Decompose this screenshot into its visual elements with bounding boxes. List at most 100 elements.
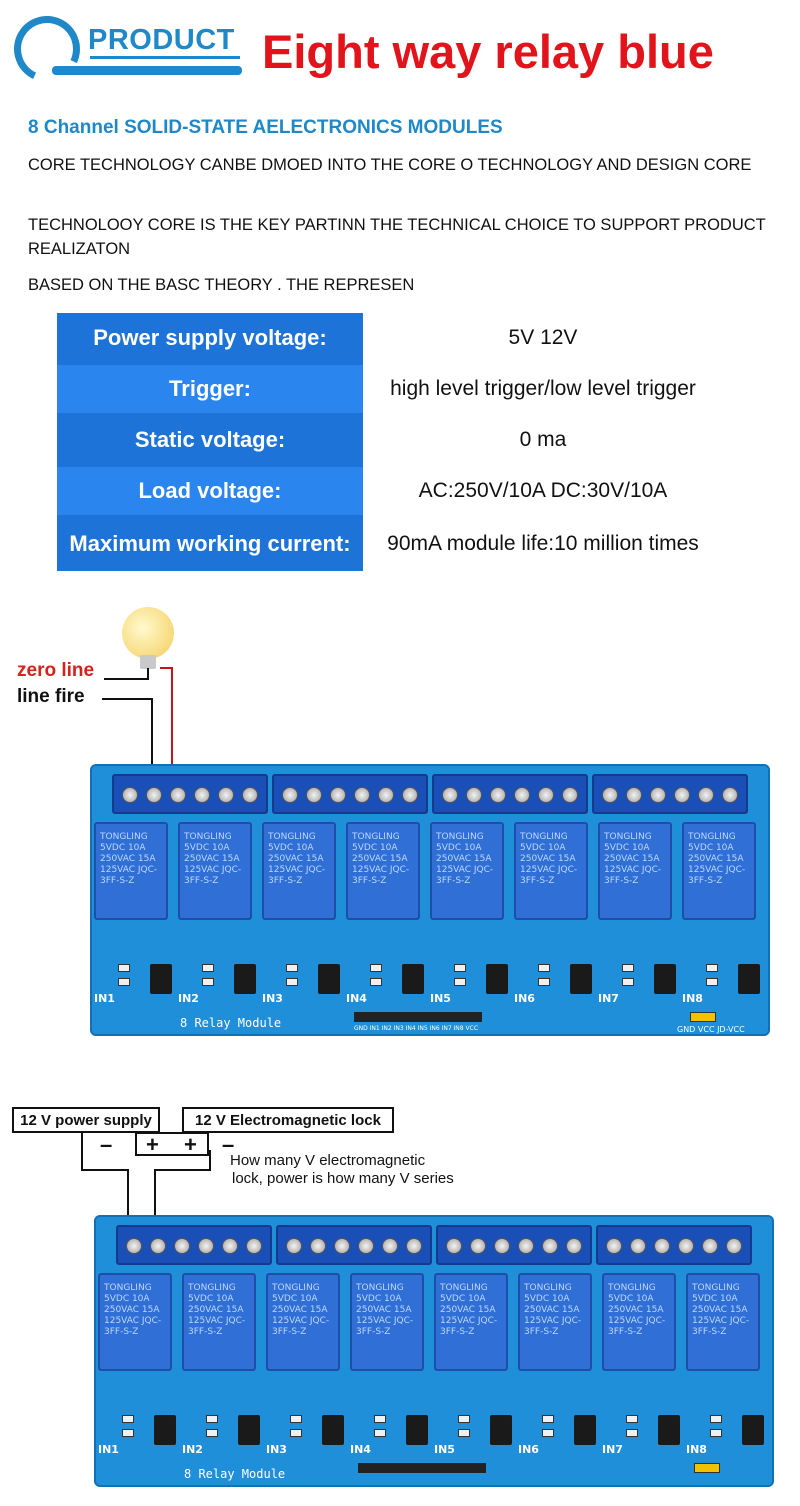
- terminal-screw-icon: [490, 787, 506, 803]
- relay-marking: TONGLING 5VDC 10A 250VAC 15A 125VAC JQC-…: [268, 832, 326, 886]
- jd-vcc-jumper: [694, 1463, 720, 1473]
- screw-terminal: [276, 1225, 432, 1265]
- terminal-screw-icon: [126, 1238, 142, 1254]
- smd-component: [710, 1415, 722, 1423]
- smd-component: [206, 1415, 218, 1423]
- terminal-screw-icon: [702, 1238, 718, 1254]
- terminal-screw-icon: [698, 787, 714, 803]
- optocoupler-chip: [654, 964, 676, 994]
- optocoupler-chip: [154, 1415, 176, 1445]
- terminal-screw-icon: [222, 1238, 238, 1254]
- voltage-note-line: lock, power is how many V series: [232, 1170, 454, 1187]
- input-label: IN2: [182, 1443, 203, 1456]
- diagram1-wires: [102, 667, 173, 772]
- input-label: IN3: [262, 992, 283, 1005]
- terminal-screw-icon: [626, 787, 642, 803]
- input-label: IN1: [94, 992, 115, 1005]
- power-pin-labels: GND VCC JD-VCC: [677, 1025, 745, 1034]
- screw-terminal: [592, 774, 748, 814]
- smd-component: [454, 978, 466, 986]
- smd-component: [290, 1415, 302, 1423]
- spec-label: Power supply voltage:: [93, 325, 327, 350]
- spec-table-label-column: [57, 313, 363, 571]
- spec-value: 5V 12V: [508, 326, 578, 349]
- optocoupler-chip: [658, 1415, 680, 1445]
- terminal-screw-icon: [542, 1238, 558, 1254]
- terminal-screw-icon: [630, 1238, 646, 1254]
- terminal-screw-icon: [470, 1238, 486, 1254]
- relay-marking: TONGLING 5VDC 10A 250VAC 15A 125VAC JQC-…: [352, 832, 410, 886]
- relay-marking: TONGLING 5VDC 10A 250VAC 15A 125VAC JQC-…: [520, 832, 578, 886]
- spec-label: Maximum working current:: [69, 531, 351, 556]
- terminal-screw-icon: [246, 1238, 262, 1254]
- logo-underline-shape: [52, 66, 242, 75]
- optocoupler-chip: [402, 964, 424, 994]
- input-label: IN5: [430, 992, 451, 1005]
- relay-component: TONGLING 5VDC 10A 250VAC 15A 125VAC JQC-…: [682, 822, 756, 920]
- input-pin-header: [358, 1463, 486, 1473]
- input-label: IN2: [178, 992, 199, 1005]
- relay-component: TONGLING 5VDC 10A 250VAC 15A 125VAC JQC-…: [686, 1273, 760, 1371]
- terminal-screw-icon: [538, 787, 554, 803]
- terminal-screw-icon: [150, 1238, 166, 1254]
- terminal-screw-icon: [378, 787, 394, 803]
- smd-component: [542, 1429, 554, 1437]
- relay-component: TONGLING 5VDC 10A 250VAC 15A 125VAC JQC-…: [262, 822, 336, 920]
- smd-component: [370, 964, 382, 972]
- terminal-screw-icon: [514, 787, 530, 803]
- input-label: IN3: [266, 1443, 287, 1456]
- smd-component: [118, 964, 130, 972]
- optocoupler-chip: [570, 964, 592, 994]
- screw-terminal: [436, 1225, 592, 1265]
- smd-component: [538, 964, 550, 972]
- terminal-screw-icon: [334, 1238, 350, 1254]
- smd-component: [122, 1429, 134, 1437]
- relay-marking: TONGLING 5VDC 10A 250VAC 15A 125VAC JQC-…: [440, 1283, 498, 1337]
- relay-marking: TONGLING 5VDC 10A 250VAC 15A 125VAC JQC-…: [104, 1283, 162, 1337]
- smd-component: [202, 964, 214, 972]
- relay-marking: TONGLING 5VDC 10A 250VAC 15A 125VAC JQC-…: [688, 832, 746, 886]
- smd-component: [626, 1415, 638, 1423]
- terminal-screw-icon: [678, 1238, 694, 1254]
- terminal-screw-icon: [310, 1238, 326, 1254]
- smd-component: [122, 1415, 134, 1423]
- voltage-note-line: How many V electromagnetic: [230, 1152, 426, 1169]
- terminal-screw-icon: [494, 1238, 510, 1254]
- optocoupler-chip: [574, 1415, 596, 1445]
- terminal-screw-icon: [330, 787, 346, 803]
- smd-component: [454, 964, 466, 972]
- smd-component: [458, 1415, 470, 1423]
- relay-component: TONGLING 5VDC 10A 250VAC 15A 125VAC JQC-…: [602, 1273, 676, 1371]
- terminal-screw-icon: [446, 1238, 462, 1254]
- optocoupler-chip: [322, 1415, 344, 1445]
- terminal-screw-icon: [382, 1238, 398, 1254]
- terminal-screw-icon: [726, 1238, 742, 1254]
- relay-marking: TONGLING 5VDC 10A 250VAC 15A 125VAC JQC-…: [692, 1283, 750, 1337]
- spec-value: 0 ma: [519, 428, 567, 451]
- input-label: IN8: [686, 1443, 707, 1456]
- input-label: IN6: [514, 992, 535, 1005]
- psu-minus-sign: –: [100, 1132, 113, 1157]
- input-pin-header: [354, 1012, 482, 1022]
- terminal-screw-icon: [654, 1238, 670, 1254]
- board-name: 8 Relay Module: [180, 1016, 282, 1030]
- power-supply-box: 12 V power supply: [12, 1107, 160, 1133]
- relay-marking: TONGLING 5VDC 10A 250VAC 15A 125VAC JQC-…: [100, 832, 158, 886]
- voltage-note: How many V electromagnetic lock, power i…: [230, 1152, 454, 1188]
- smd-component: [374, 1415, 386, 1423]
- input-label: IN4: [346, 992, 367, 1005]
- optocoupler-chip: [738, 964, 760, 994]
- diagram2-wires: [81, 1132, 211, 1222]
- terminal-screw-icon: [602, 787, 618, 803]
- lock-plus-sign: +: [184, 1132, 197, 1157]
- zero-line-label: zero line: [17, 660, 95, 681]
- smd-component: [374, 1429, 386, 1437]
- smd-component: [626, 1429, 638, 1437]
- smd-component: [286, 978, 298, 986]
- terminal-screw-icon: [218, 787, 234, 803]
- smd-component: [286, 964, 298, 972]
- screw-terminal: [116, 1225, 272, 1265]
- spec-value: 90mA module life:10 million times: [387, 532, 699, 555]
- optocoupler-chip: [742, 1415, 764, 1445]
- relay-marking: TONGLING 5VDC 10A 250VAC 15A 125VAC JQC-…: [188, 1283, 246, 1337]
